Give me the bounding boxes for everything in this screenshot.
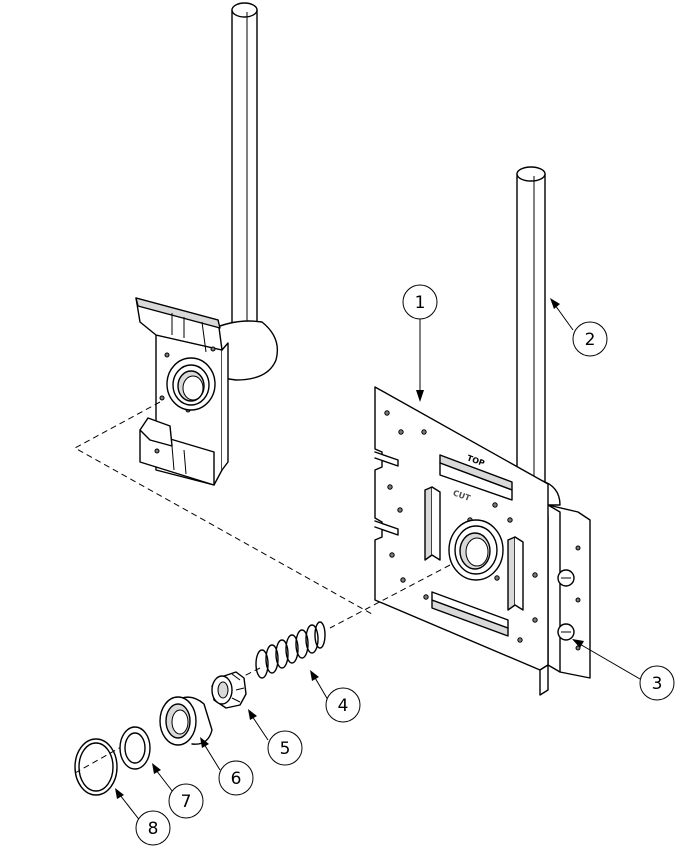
snap-ring-part [74, 738, 118, 796]
callout-3-label: 3 [652, 674, 663, 694]
callout-2: 2 [572, 321, 608, 357]
callout-4: 4 [325, 687, 361, 723]
leader-lines [115, 298, 641, 823]
callout-6: 6 [218, 760, 254, 796]
callout-6-label: 6 [231, 769, 242, 789]
callout-1-label: 1 [415, 293, 426, 313]
callout-7: 7 [168, 783, 204, 819]
callout-8-label: 8 [148, 819, 159, 839]
callout-8: 8 [135, 810, 171, 846]
rear-tube [231, 2, 258, 336]
washer-part [119, 726, 151, 770]
callout-5-label: 5 [280, 739, 291, 759]
rear-bracket [135, 297, 229, 486]
callout-1: 1 [402, 284, 438, 320]
front-tube [516, 166, 546, 487]
callout-5: 5 [267, 730, 303, 766]
main-plate: TOP CUT [374, 386, 549, 696]
callout-2-label: 2 [585, 330, 596, 350]
front-view-assembly: TOP CUT [374, 166, 591, 696]
collet-part [211, 671, 247, 709]
side-flange [547, 504, 591, 679]
bushing-part [159, 696, 213, 746]
callout-4-label: 4 [338, 696, 349, 716]
callout-7-label: 7 [181, 792, 192, 812]
callout-3: 3 [639, 665, 675, 701]
rear-view-assembly [135, 2, 279, 486]
spring-part [255, 621, 326, 679]
